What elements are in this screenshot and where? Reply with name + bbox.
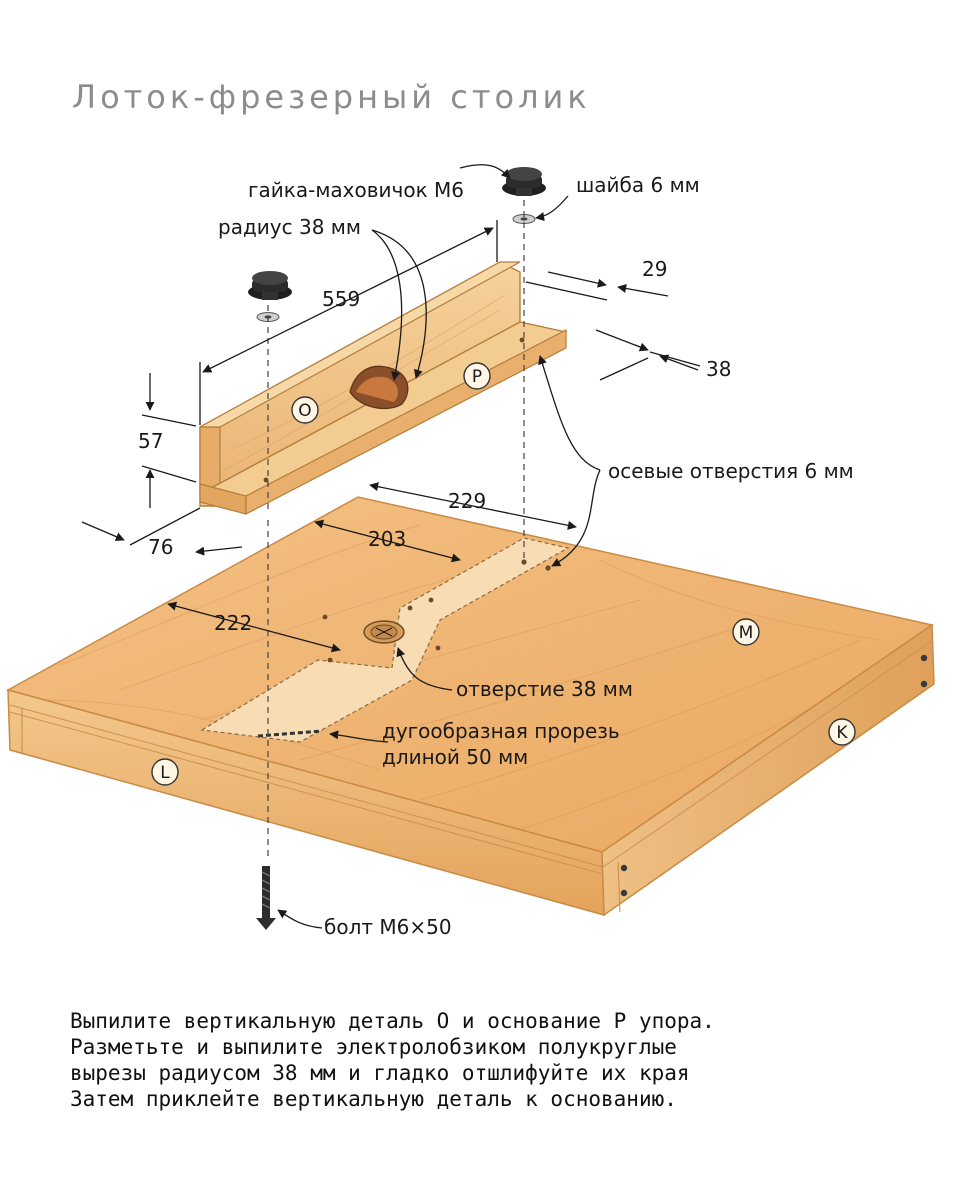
dim-29: 29 (642, 257, 667, 281)
dim-57: 57 (138, 429, 163, 453)
leader-lines (277, 164, 601, 929)
label-axial-holes: осевые отверстия 6 мм (608, 459, 854, 483)
svg-text:K: K (836, 723, 848, 743)
label-slot-line1: дугообразная прорезь (382, 719, 620, 743)
dim-203: 203 (368, 527, 406, 551)
part-marker-M: M (732, 618, 760, 646)
bolt-m6x50 (256, 866, 276, 930)
arc-slot (257, 729, 323, 738)
svg-text:L: L (160, 763, 170, 783)
part-markers: O P M K L (151, 362, 856, 786)
fence (199, 261, 568, 515)
instruction-caption: Выпилите вертикальную деталь O и основан… (70, 1008, 920, 1112)
screws (620, 654, 928, 897)
template-strip (200, 537, 570, 743)
caption-line-2: Разметьте и выпилите электролобзиком пол… (70, 1035, 677, 1059)
part-marker-P: P (463, 362, 491, 390)
dim-76: 76 (148, 535, 173, 559)
label-slot-line2: длиной 50 мм (382, 745, 528, 769)
svg-text:P: P (472, 367, 482, 387)
label-bolt: болт М6×50 (324, 915, 452, 939)
knob-nut-right (502, 167, 546, 196)
label-hole-38: отверстие 38 мм (456, 677, 633, 701)
dim-222: 222 (214, 611, 252, 635)
table-top-surface (6, 496, 934, 853)
dim-38: 38 (706, 357, 731, 381)
label-knob-nut: гайка-маховичок М6 (248, 178, 464, 202)
label-washer: шайба 6 мм (576, 173, 700, 197)
dim-229: 229 (448, 489, 486, 513)
part-marker-K: K (828, 718, 856, 746)
svg-text:M: M (739, 623, 754, 643)
svg-text:O: O (298, 401, 311, 421)
router-table-diagram: гайка-маховичок М6 шайба 6 мм радиус 38 … (6, 164, 935, 939)
table-base (6, 496, 935, 917)
page-title: Лоток-фрезерный столик (72, 78, 591, 116)
right-side-K (601, 623, 935, 917)
part-marker-L: L (151, 758, 179, 786)
label-radius: радиус 38 мм (218, 215, 361, 239)
dim-559: 559 (322, 287, 360, 311)
router-hole-38 (363, 620, 405, 644)
caption-line-4: Затем приклейте вертикальную деталь к ос… (70, 1087, 677, 1111)
part-marker-O: O (291, 396, 319, 424)
knob-nut-left (248, 271, 292, 300)
dimension-lines (81, 220, 701, 653)
caption-line-3: вырезы радиусом 38 мм и гладко отшлифуйт… (70, 1061, 690, 1085)
caption-line-1: Выпилите вертикальную деталь O и основан… (70, 1009, 715, 1033)
